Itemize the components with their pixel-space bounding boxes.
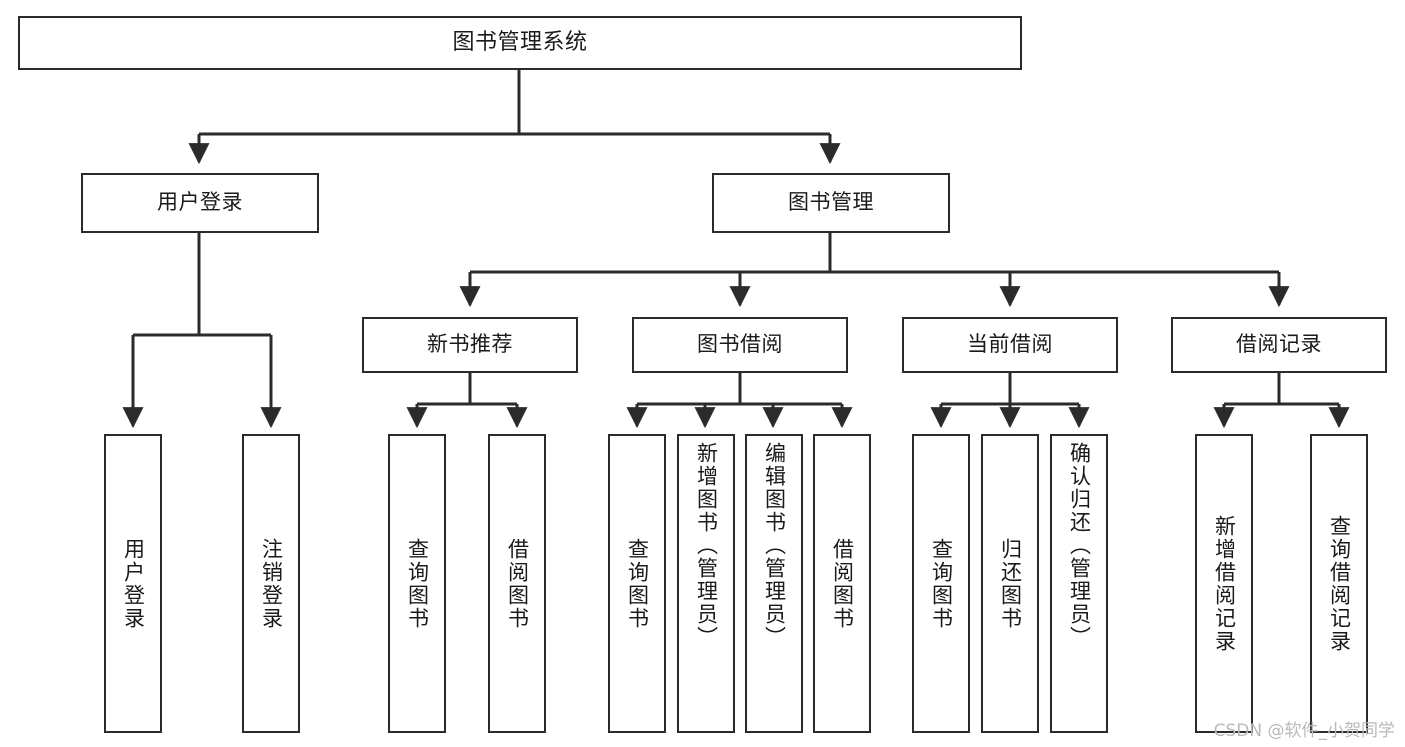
leaf-borrow-book[interactable]: 借阅图书 (813, 434, 871, 733)
node-label: 注销登录 (259, 537, 284, 630)
node-label: 借阅图书 (505, 537, 530, 630)
node-label: 新书推荐 (427, 332, 513, 357)
node-label: 归还图书 (998, 537, 1023, 630)
node-current-borrow[interactable]: 当前借阅 (902, 317, 1118, 373)
node-root-system[interactable]: 图书管理系统 (18, 16, 1022, 70)
leaf-user-login[interactable]: 用户登录 (104, 434, 162, 733)
leaf-add-borrow-record[interactable]: 新增借阅记录 (1195, 434, 1253, 733)
node-label: 用户登录 (121, 537, 146, 630)
node-label: 查询图书 (405, 537, 430, 630)
node-label: 借阅图书 (830, 537, 855, 630)
leaf-query-book-current[interactable]: 查询图书 (912, 434, 970, 733)
node-label: 查询图书 (929, 537, 954, 630)
node-label: 用户登录 (157, 190, 243, 215)
node-label: 确认归还（管理员） (1067, 442, 1092, 649)
node-label: 借阅记录 (1236, 332, 1322, 357)
leaf-query-book-borrow[interactable]: 查询图书 (608, 434, 666, 733)
node-label: 新增借阅记录 (1212, 514, 1237, 653)
node-label: 编辑图书（管理员） (762, 442, 787, 649)
node-borrow-record[interactable]: 借阅记录 (1171, 317, 1387, 373)
node-label: 查询借阅记录 (1327, 514, 1352, 653)
node-label: 当前借阅 (967, 332, 1053, 357)
leaf-confirm-return[interactable]: 确认归还（管理员） (1050, 434, 1108, 733)
leaf-query-book-recommend[interactable]: 查询图书 (388, 434, 446, 733)
node-user-login[interactable]: 用户登录 (81, 173, 319, 233)
node-label: 图书管理 (788, 190, 874, 215)
leaf-edit-book[interactable]: 编辑图书（管理员） (745, 434, 803, 733)
node-label: 新增图书（管理员） (694, 442, 719, 649)
node-label: 图书借阅 (697, 332, 783, 357)
leaf-borrow-book-recommend[interactable]: 借阅图书 (488, 434, 546, 733)
node-book-borrow[interactable]: 图书借阅 (632, 317, 848, 373)
leaf-return-book[interactable]: 归还图书 (981, 434, 1039, 733)
node-book-manage[interactable]: 图书管理 (712, 173, 950, 233)
leaf-add-book[interactable]: 新增图书（管理员） (677, 434, 735, 733)
node-label: 查询图书 (625, 537, 650, 630)
node-new-book-recommend[interactable]: 新书推荐 (362, 317, 578, 373)
leaf-logout-login[interactable]: 注销登录 (242, 434, 300, 733)
leaf-query-borrow-record[interactable]: 查询借阅记录 (1310, 434, 1368, 733)
node-label: 图书管理系统 (452, 29, 588, 55)
